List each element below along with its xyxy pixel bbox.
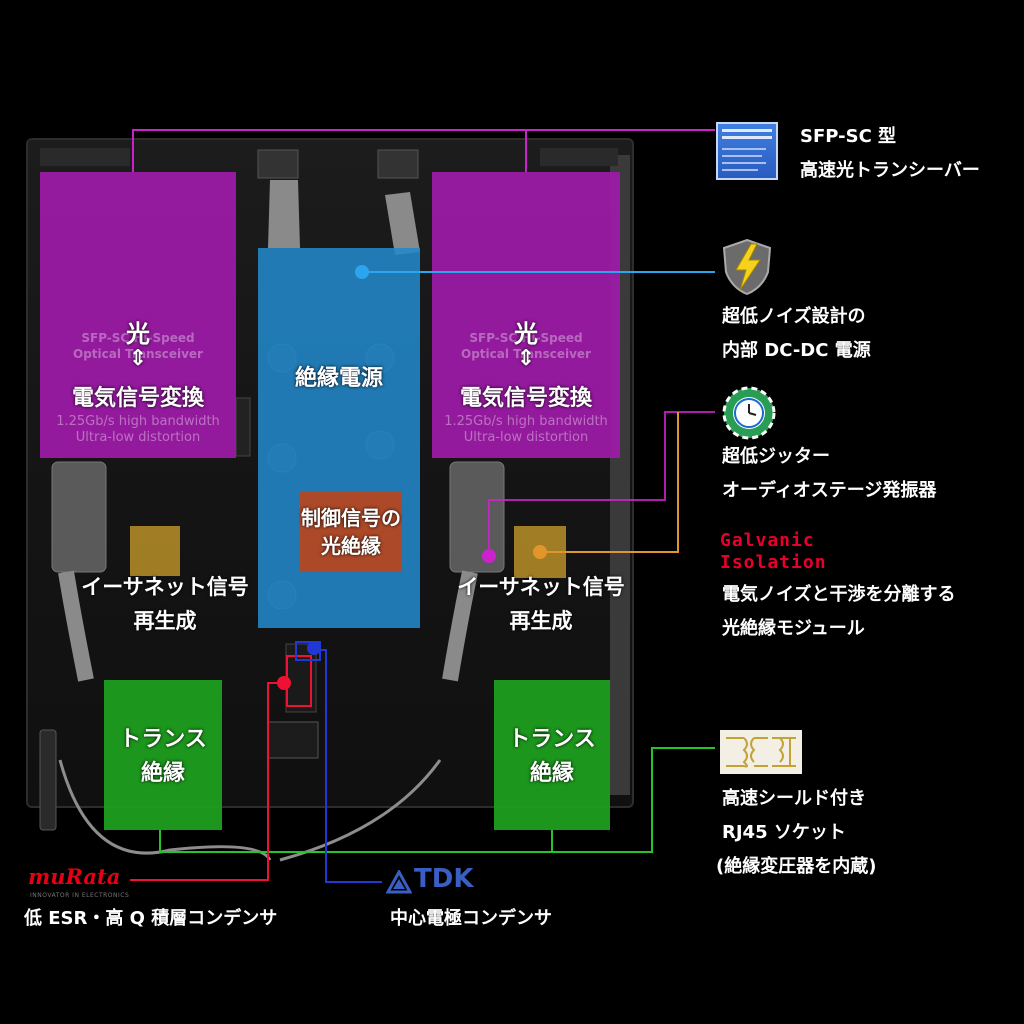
control-isolation-line2: 光絶縁 — [321, 534, 381, 558]
optical-label: 光 — [514, 320, 538, 348]
galvanic-marker-dot — [533, 545, 547, 559]
murata-logo-sub: INNOVATOR IN ELECTRONICS — [30, 892, 130, 899]
galvanic-isolation-logo: Galvanic — [720, 530, 815, 551]
chip-text: Ultra-low distortion — [75, 430, 201, 445]
pin-header-left — [235, 397, 251, 457]
sfp-leader-line — [132, 129, 527, 172]
murata-leader-line — [130, 682, 284, 881]
rj45-callout-line1: 高速シールド付き — [722, 788, 866, 809]
chip-text: SFP-SC Hi-Speed — [469, 331, 583, 345]
dcdc-marker-dot — [355, 265, 369, 279]
ethernet-regen-label-left-2: 再生成 — [133, 609, 197, 633]
electrical-conversion-label: 電気信号変換 — [71, 386, 204, 411]
tdk-marker-dot — [307, 641, 321, 655]
chip-text: Optical Transceiver — [461, 347, 591, 361]
tdk-logo: TDK — [414, 864, 474, 894]
chip-text: Optical Transceiver — [73, 347, 203, 361]
galvanic-leader-line — [540, 412, 679, 553]
oscillator-callout-line2: オーディオステージ発振器 — [722, 480, 937, 501]
sfp-module-left: SFP-SC Hi-Speed Optical Transceiver 1.25… — [40, 172, 236, 458]
transformer-label-2: 絶縁 — [529, 761, 574, 786]
murata-callout-line1: 低 ESR・高 Q 積層コンデンサ — [24, 908, 278, 929]
oscillator-callout-line1: 超低ジッター — [722, 446, 830, 467]
galvanic-callout-line2: 光絶縁モジュール — [722, 618, 865, 639]
sfp-callout-line2: 高速光トランシーバー — [800, 160, 980, 181]
transformer-label-1: トランス — [508, 727, 596, 752]
chip-text: 1.25Gb/s high bandwidth — [56, 414, 220, 429]
conversion-arrow: ⇕ — [128, 346, 148, 371]
tdk-callout-line1: 中心電極コンデンサ — [390, 908, 552, 929]
electrical-conversion-label: 電気信号変換 — [459, 386, 592, 411]
header-strip-left — [40, 148, 130, 166]
rj45-callout-line3: (絶縁変圧器を内蔵) — [716, 856, 877, 877]
ethernet-regen-label-right-2: 再生成 — [509, 609, 573, 633]
sfp-module-right: SFP-SC Hi-Speed Optical Transceiver 1.25… — [432, 172, 620, 458]
ethernet-regen-label-right-1: イーサネット信号 — [457, 575, 625, 599]
galvanic-callout-line1: 電気ノイズと干渉を分離する — [722, 584, 956, 605]
chip-text: SFP-SC Hi-Speed — [81, 331, 195, 345]
chip-text: 1.25Gb/s high bandwidth — [444, 414, 608, 429]
dc-jack — [267, 721, 319, 759]
conversion-arrow: ⇕ — [516, 346, 536, 371]
sfp-plug-right — [449, 461, 505, 573]
transformer-module-left: トランス 絶縁 — [104, 680, 222, 830]
clock-oscillator-icon — [722, 386, 776, 440]
fiber-right — [442, 570, 478, 682]
connector-left — [257, 149, 299, 179]
control-isolation-module: 制御信号の 光絶縁 — [300, 492, 402, 572]
connector-right — [377, 149, 419, 179]
transceiver-label-icon — [716, 122, 778, 180]
ethernet-regen-label-left-1: イーサネット信号 — [81, 575, 249, 599]
tdk-logo-icon — [386, 870, 412, 894]
header-strip-right — [540, 148, 618, 166]
standoff-post — [39, 729, 57, 831]
chip-text: Ultra-low distortion — [463, 430, 589, 445]
lightning-shield-icon — [722, 238, 772, 296]
rj45-leader-line — [552, 747, 715, 853]
oscillator-marker-dot — [482, 549, 496, 563]
transformer-label-2: 絶縁 — [140, 761, 185, 786]
oscillator-leader-line — [488, 411, 715, 556]
murata-logo: muRata — [28, 864, 121, 889]
fiber-left — [58, 570, 94, 682]
ethernet-chip-left — [130, 526, 180, 576]
sfp-callout-line1: SFP-SC 型 — [800, 126, 897, 147]
optical-label: 光 — [126, 320, 150, 348]
transformer-module-right: トランス 絶縁 — [494, 680, 610, 830]
ribbon-cable-left — [268, 180, 300, 248]
dcdc-callout-line1: 超低ノイズ設計の — [722, 306, 866, 327]
tdk-leader-line — [320, 649, 382, 883]
dcdc-callout-line2: 内部 DC-DC 電源 — [722, 340, 871, 361]
ribbon-cable-right — [385, 192, 420, 255]
transformer-label-1: トランス — [119, 727, 207, 752]
sfp-plug-left — [51, 461, 107, 573]
isolated-power-label: 絶縁電源 — [294, 366, 383, 391]
transformer-circuit-icon — [720, 730, 802, 774]
rj45-leader-line — [159, 830, 553, 853]
control-isolation-line1: 制御信号の — [301, 506, 401, 530]
rj45-callout-line2: RJ45 ソケット — [722, 822, 846, 843]
galvanic-isolation-logo-2: Isolation — [720, 552, 827, 573]
